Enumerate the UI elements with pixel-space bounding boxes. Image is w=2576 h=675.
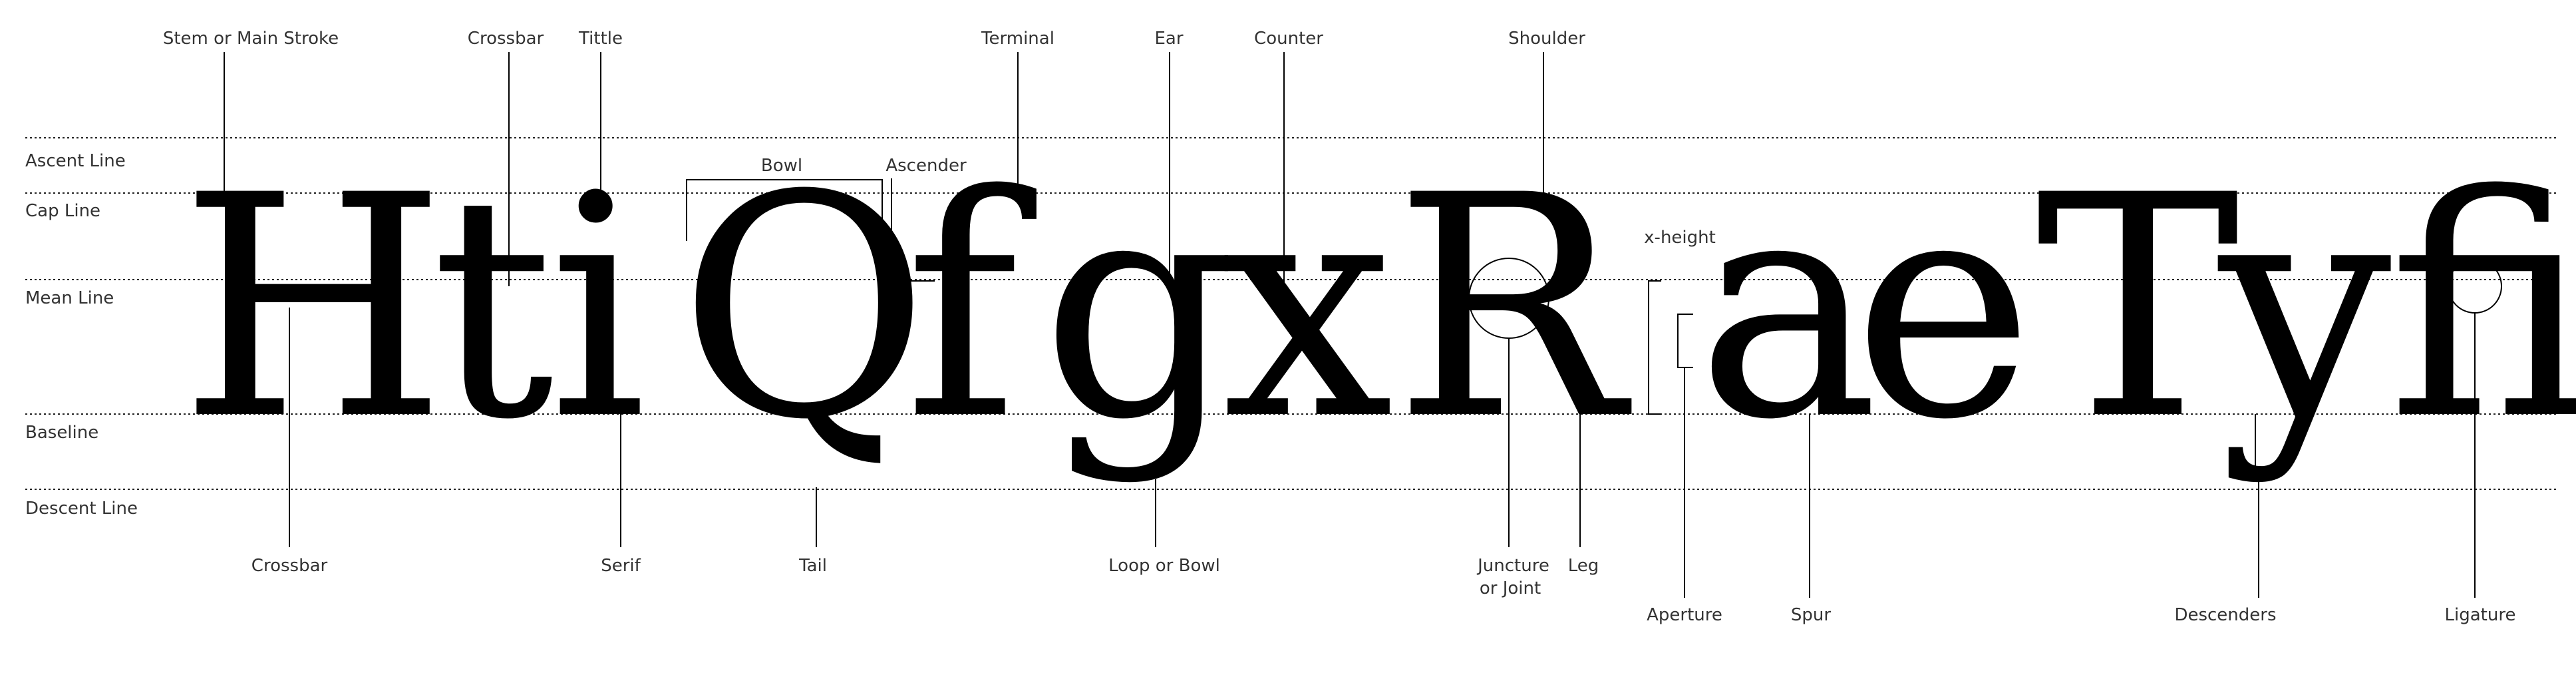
glyph-a: a [1696,130,1879,487]
label-tittle: Tittle [578,29,623,49]
mean-line-label: Mean Line [25,288,114,308]
label-terminal: Terminal [981,29,1054,49]
specimen-glyphs: H t i Q f g x R a e T y ﬁ [180,130,2576,487]
glyph-i: i [549,130,647,487]
label-bowl: Bowl [761,156,802,176]
label-stem: Stem or Main Stroke [163,29,339,49]
label-x-height: x-height [1644,228,1716,248]
bottom-leaders [289,308,2476,598]
glyph-y: y [2214,130,2392,487]
glyph-e: e [1853,130,2034,487]
label-leg: Leg [1568,556,1599,576]
label-ear: Ear [1154,29,1183,49]
bowl-bracket [686,179,883,241]
glyph-g: g [1041,130,1237,487]
label-loop: Loop or Bowl [1108,556,1220,576]
bowl-bracket-line [686,179,883,241]
glyph-H: H [180,130,446,487]
label-counter: Counter [1254,29,1323,49]
label-descenders: Descenders [2174,605,2276,625]
glyph-f: f [905,130,1039,487]
aperture-bracket [1677,314,1693,368]
label-juncture-1: Juncture [1476,556,1549,576]
label-aperture: Aperture [1647,605,1722,625]
ascender-bracket [891,178,935,282]
label-crossbar-bottom: Crossbar [251,556,328,576]
label-serif: Serif [601,556,641,576]
glyph-T: T [2036,130,2241,487]
glyph-fi-ligature: ﬁ [2388,130,2576,487]
cap-line-label: Cap Line [25,201,100,221]
ascent-line-label: Ascent Line [25,151,126,171]
baseline-label: Baseline [25,423,98,443]
label-crossbar-top: Crossbar [468,29,544,49]
x-height-bracket [1648,280,1661,415]
label-juncture-2: or Joint [1480,578,1541,598]
label-ascender: Ascender [886,156,967,176]
top-leaders [224,52,1544,293]
label-tail: Tail [798,556,827,576]
descent-line-label: Descent Line [25,499,138,519]
glyph-R: R [1394,130,1633,487]
glyph-Q: Q [679,130,929,487]
label-ligature: Ligature [2445,605,2516,625]
ascender-bracket-line [891,178,935,282]
label-spur: Spur [1791,605,1831,625]
label-shoulder: Shoulder [1508,29,1585,49]
glyph-t: t [431,130,556,487]
descenders-leader [2255,414,2259,598]
glyph-x: x [1221,130,1393,487]
